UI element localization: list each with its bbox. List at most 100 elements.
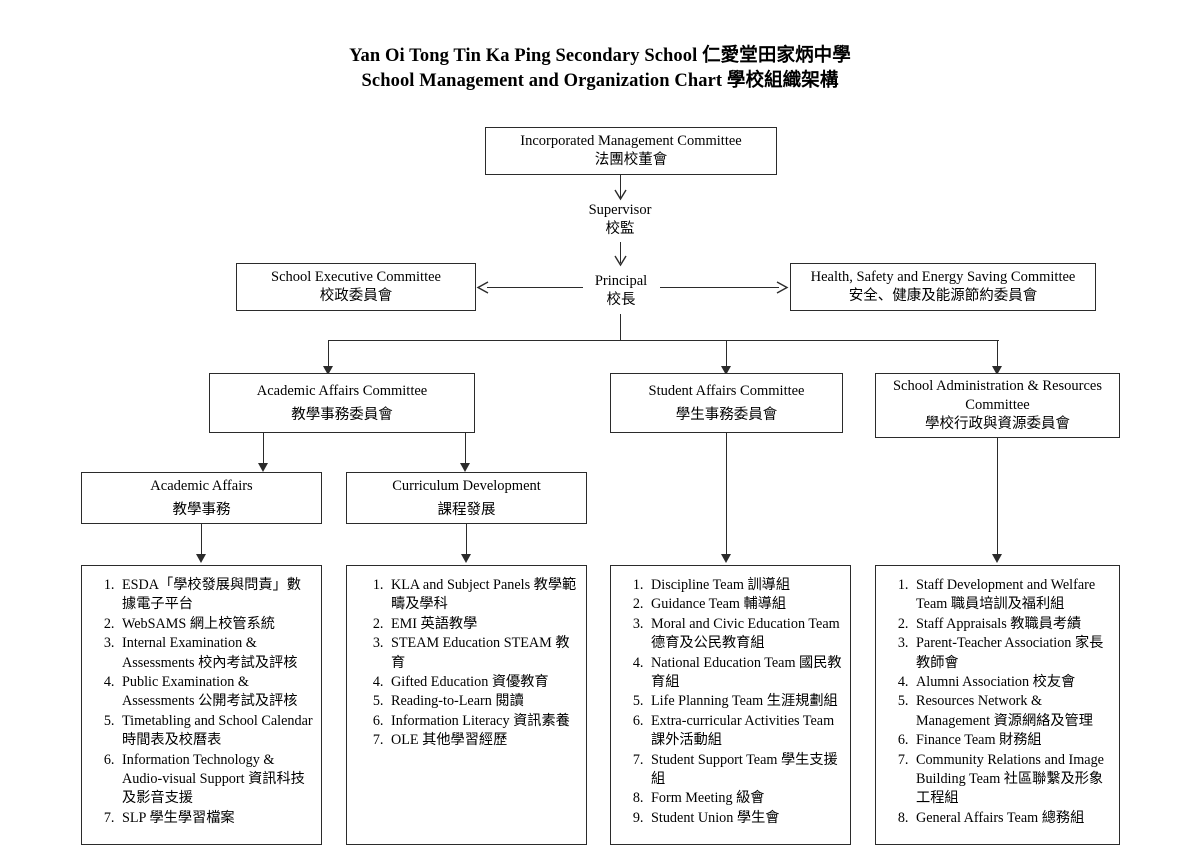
connector-curriculum-development-to-list	[466, 524, 468, 558]
list-item: ESDA「學校發展與問責」數據電子平台	[118, 576, 313, 615]
student-affairs-committee-label-en: Student Affairs Committee	[648, 382, 805, 399]
node-school-executive-committee[interactable]: School Executive Committee 校政委員會	[236, 263, 476, 311]
list-item: Internal Examination & Assessments 校內考試及…	[118, 634, 313, 673]
list-item: OLE 其他學習經歷	[387, 731, 578, 750]
list-item: Reading-to-Learn 閱讀	[387, 692, 578, 711]
distribution-bus	[328, 340, 999, 342]
connector-supervisor-to-principal	[620, 242, 622, 263]
principal-label-en: Principal	[594, 273, 648, 289]
connector-school-admin-committee-to-list	[997, 438, 999, 558]
list-item: Alumni Association 校友會	[912, 673, 1111, 692]
connector-academic-affairs-to-list	[201, 524, 203, 558]
school-admin-committee-label-en-2: Committee	[965, 397, 1030, 413]
list-school-admin-items: Staff Development and Welfare Team 職員培訓及…	[882, 576, 1111, 828]
arrowhead-academic-affairs-to-list	[196, 554, 206, 563]
connector-bus-to-student-affairs-committee	[726, 340, 728, 368]
principal-label-zh: 校長	[606, 292, 636, 308]
school-executive-label-zh: 校政委員會	[319, 288, 393, 304]
list-item: Student Support Team 學生支援組	[647, 751, 842, 790]
list-item: Parent-Teacher Association 家長教師會	[912, 634, 1111, 673]
list-item: Community Relations and Image Building T…	[912, 751, 1111, 809]
arrowhead-bus-to-academic-affairs-committee	[323, 366, 333, 375]
arrowhead-principal-to-school-executive	[476, 281, 489, 299]
list-item: Life Planning Team 生涯規劃組	[647, 692, 842, 711]
list-item: Staff Appraisals 教職員考績	[912, 615, 1111, 634]
arrowhead-principal-to-health-safety	[776, 281, 789, 299]
node-student-affairs-committee[interactable]: Student Affairs Committee 學生事務委員會	[610, 373, 843, 433]
list-item: SLP 學生學習檔案	[118, 809, 313, 828]
list-academic-affairs[interactable]: ESDA「學校發展與問責」數據電子平台WebSAMS 網上校管系統Interna…	[81, 565, 322, 845]
list-item: KLA and Subject Panels 教學範疇及學科	[387, 576, 578, 615]
node-school-administration-resources-committee[interactable]: School Administration & Resources Commit…	[875, 373, 1120, 438]
list-item: Finance Team 財務組	[912, 731, 1111, 750]
arrowhead-bus-to-student-affairs-committee	[721, 366, 731, 375]
node-incorporated-management-committee[interactable]: Incorporated Management Committee 法團校董會	[485, 127, 777, 175]
arrowhead-aac-to-academic-affairs	[258, 463, 268, 472]
list-item: Guidance Team 輔導組	[647, 595, 842, 614]
list-item: Public Examination & Assessments 公開考試及評核	[118, 673, 313, 712]
arrowhead-bus-to-school-admin-committee	[992, 366, 1002, 375]
list-student-affairs-items: Discipline Team 訓導組Guidance Team 輔導組Mora…	[617, 576, 842, 828]
list-item: EMI 英語教學	[387, 615, 578, 634]
list-item: Information Literacy 資訊素養	[387, 712, 578, 731]
academic-affairs-label-en: Academic Affairs	[150, 477, 253, 494]
school-admin-committee-label-en-1: School Administration & Resources	[892, 378, 1103, 394]
arrowhead-imc-to-supervisor	[614, 189, 627, 201]
arrowhead-supervisor-to-principal	[614, 255, 627, 267]
list-item: STEAM Education STEAM 教育	[387, 634, 578, 673]
list-item: General Affairs Team 總務組	[912, 809, 1111, 828]
school-admin-committee-label-zh: 學校行政與資源委員會	[925, 416, 1070, 432]
node-curriculum-development[interactable]: Curriculum Development 課程發展	[346, 472, 587, 524]
list-item: WebSAMS 網上校管系統	[118, 615, 313, 634]
list-item: Information Technology & Audio-visual Su…	[118, 751, 313, 809]
school-executive-label-en: School Executive Committee	[271, 269, 441, 285]
list-student-affairs[interactable]: Discipline Team 訓導組Guidance Team 輔導組Mora…	[610, 565, 851, 845]
list-item: Form Meeting 級會	[647, 789, 842, 808]
node-academic-affairs-committee[interactable]: Academic Affairs Committee 教學事務委員會	[209, 373, 475, 433]
connector-aac-to-curriculum-development	[465, 433, 467, 465]
node-health-safety-energy-committee[interactable]: Health, Safety and Energy Saving Committ…	[790, 263, 1096, 311]
page-title-line-2: School Management and Organization Chart…	[361, 71, 839, 91]
connector-bus-to-school-admin-committee	[997, 340, 999, 368]
list-item: Gifted Education 資優教育	[387, 673, 578, 692]
student-affairs-committee-label-zh: 學生事務委員會	[675, 406, 778, 423]
list-academic-affairs-items: ESDA「學校發展與問責」數據電子平台WebSAMS 網上校管系統Interna…	[88, 576, 313, 828]
arrowhead-curriculum-development-to-list	[461, 554, 471, 563]
supervisor-label-zh: 校監	[605, 221, 635, 237]
list-item: Moral and Civic Education Team 德育及公民教育組	[647, 615, 842, 654]
node-supervisor: Supervisor 校監	[540, 201, 700, 239]
arrowhead-student-affairs-committee-to-list	[721, 554, 731, 563]
curriculum-development-label-zh: 課程發展	[437, 501, 496, 518]
connector-principal-to-school-executive	[487, 287, 583, 289]
list-item: Timetabling and School Calendar 時間表及校曆表	[118, 712, 313, 751]
list-item: Student Union 學生會	[647, 809, 842, 828]
list-school-administration-resources[interactable]: Staff Development and Welfare Team 職員培訓及…	[875, 565, 1120, 845]
academic-affairs-label-zh: 教學事務	[172, 501, 231, 518]
connector-principal-to-bus	[620, 314, 622, 341]
page-title: Yan Oi Tong Tin Ka Ping Secondary School…	[0, 44, 1200, 94]
list-item: National Education Team 國民教育組	[647, 654, 842, 693]
list-curriculum-development-items: KLA and Subject Panels 教學範疇及學科EMI 英語教學ST…	[353, 576, 578, 751]
connector-bus-to-academic-affairs-committee	[328, 340, 330, 368]
connector-student-affairs-committee-to-list	[726, 433, 728, 558]
academic-affairs-committee-label-en: Academic Affairs Committee	[256, 382, 428, 399]
page-title-line-1: Yan Oi Tong Tin Ka Ping Secondary School…	[349, 46, 851, 66]
connector-imc-to-supervisor	[620, 175, 622, 198]
arrowhead-school-admin-committee-to-list	[992, 554, 1002, 563]
list-item: Staff Development and Welfare Team 職員培訓及…	[912, 576, 1111, 615]
academic-affairs-committee-label-zh: 教學事務委員會	[291, 406, 393, 423]
node-academic-affairs[interactable]: Academic Affairs 教學事務	[81, 472, 322, 524]
connector-principal-to-health-safety	[660, 287, 779, 289]
node-principal: Principal 校長	[541, 272, 701, 310]
list-item: Extra-curricular Activities Team 課外活動組	[647, 712, 842, 751]
curriculum-development-label-en: Curriculum Development	[392, 477, 541, 494]
list-item: Resources Network & Management 資源網絡及管理	[912, 692, 1111, 731]
list-curriculum-development[interactable]: KLA and Subject Panels 教學範疇及學科EMI 英語教學ST…	[346, 565, 587, 845]
supervisor-label-en: Supervisor	[588, 202, 652, 218]
health-safety-label-en: Health, Safety and Energy Saving Committ…	[810, 269, 1076, 285]
health-safety-label-zh: 安全、健康及能源節約委員會	[848, 288, 1038, 304]
imc-label-zh: 法團校董會	[594, 152, 668, 168]
imc-label-en: Incorporated Management Committee	[520, 133, 742, 149]
arrowhead-aac-to-curriculum-development	[460, 463, 470, 472]
